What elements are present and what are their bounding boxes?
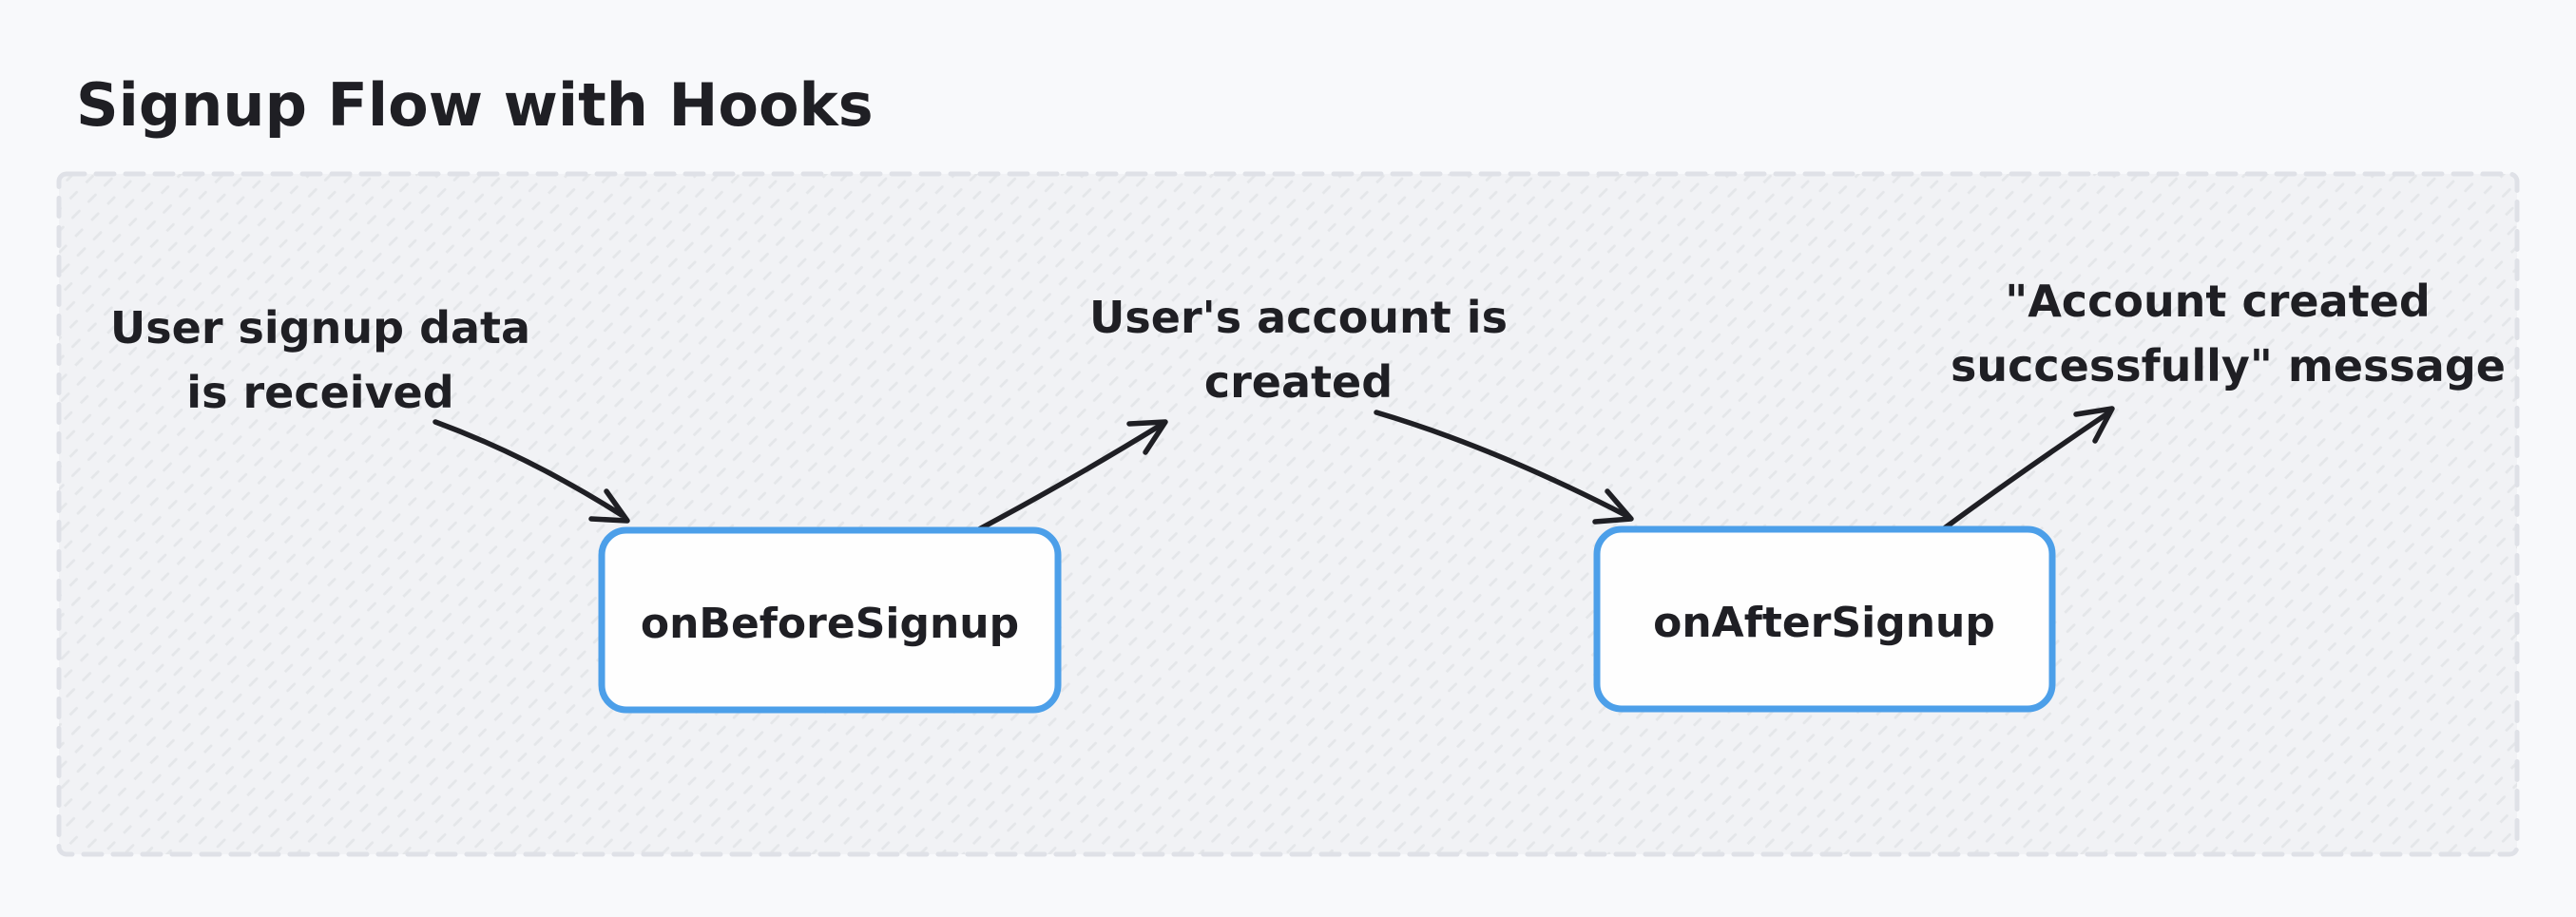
- annotation-line: "Account created: [2005, 276, 2431, 327]
- arrow-to-success-message: [1940, 406, 2115, 532]
- annotation-line: successfully" message: [1951, 340, 2506, 392]
- frame-dashed-border: [56, 171, 2520, 857]
- annotation-line: User signup data: [110, 302, 530, 353]
- node-box: [598, 526, 1062, 714]
- diagram-title: Signup Flow with Hooks: [76, 70, 874, 140]
- node-onbeforesignup: onBeforeSignup: [598, 526, 1062, 714]
- arrow-to-onaftersignup: [1374, 410, 1634, 525]
- annotation-line: User's account is: [1089, 292, 1508, 343]
- arrow-to-account-created: [974, 419, 1168, 533]
- node-onaftersignup: onAfterSignup: [1593, 525, 2056, 713]
- annotation-success-message: "Account created successfully" message: [1951, 276, 2506, 392]
- node-label: onAfterSignup: [1653, 599, 1995, 647]
- annotation-line: created: [1204, 356, 1393, 408]
- node-box: [1593, 525, 2056, 713]
- annotation-account-created: User's account is created: [1089, 292, 1508, 408]
- annotation-line: is received: [186, 367, 453, 418]
- node-label: onBeforeSignup: [641, 600, 1019, 648]
- annotation-signup-data-received: User signup data is received: [110, 302, 530, 418]
- arrow-to-onbeforesignup: [433, 419, 630, 524]
